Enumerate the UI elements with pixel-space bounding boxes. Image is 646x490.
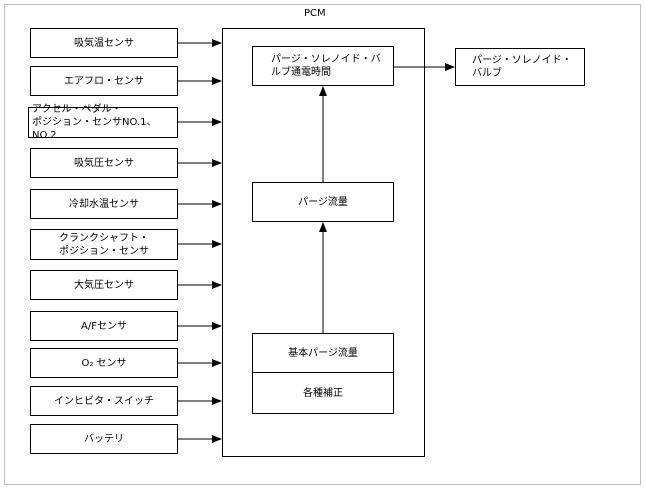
sensor-o2: O₂ センサ bbox=[30, 348, 178, 378]
diagram-frame bbox=[4, 4, 641, 485]
battery: バッテリ bbox=[30, 424, 178, 454]
sensor-crankshaft-position: クランクシャフト・ ポジション・センサ bbox=[30, 229, 178, 260]
sensor-af: A/Fセンサ bbox=[30, 311, 178, 341]
switch-inhibitor: インヒビタ・スイッチ bbox=[30, 386, 178, 416]
sensor-intake-air-temp: 吸気温センサ bbox=[30, 28, 178, 58]
sensor-intake-pressure: 吸気圧センサ bbox=[30, 148, 178, 178]
sensor-accelerator-pedal-position: アクセル・ペダル・ ポジション・センサNO.1、NO.2 bbox=[28, 104, 178, 141]
pcm-label: PCM bbox=[304, 8, 326, 19]
block-purge-solenoid-energizing-time: パージ・ソレノイド・バ ルブ通電時間 bbox=[252, 46, 394, 86]
sensor-airflow: エアフロ・センサ bbox=[30, 66, 178, 96]
block-base-purge-flow: 基本パージ流量 bbox=[252, 333, 394, 373]
block-corrections: 各種補正 bbox=[252, 372, 394, 414]
block-purge-solenoid-valve: パージ・ソレノイド・ バルブ bbox=[455, 48, 585, 86]
sensor-coolant-temp: 冷却水温センサ bbox=[30, 189, 178, 219]
block-purge-flow: パージ流量 bbox=[252, 182, 394, 222]
sensor-barometric-pressure: 大気圧センサ bbox=[30, 270, 178, 300]
